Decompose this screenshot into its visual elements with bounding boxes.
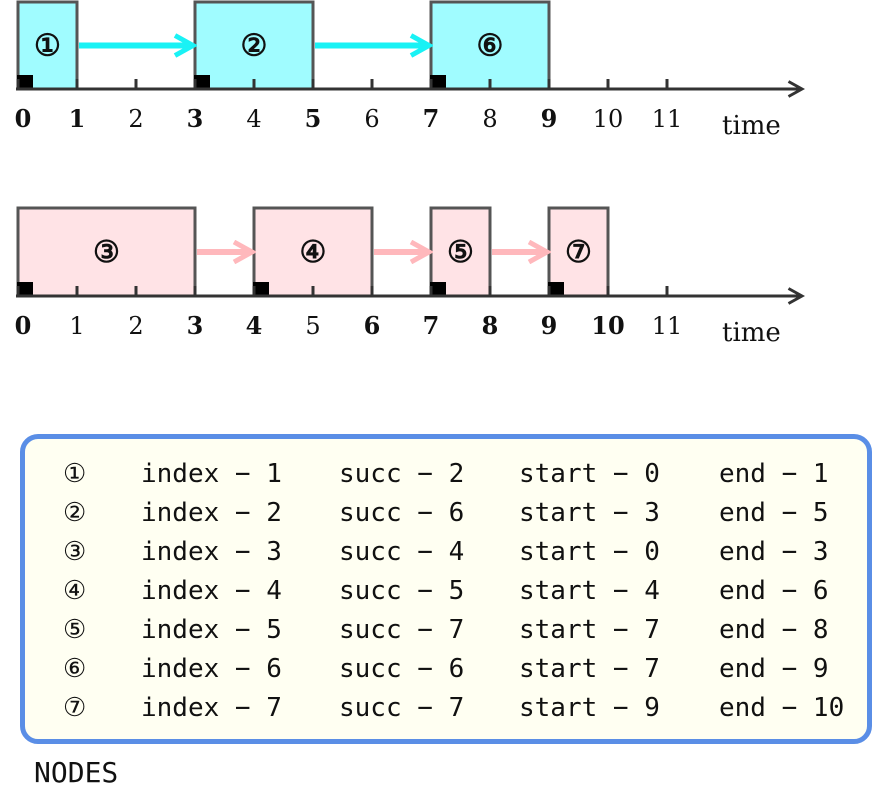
- task-box-label: ⑤: [447, 235, 474, 270]
- node-succ: succ − 7: [339, 693, 465, 723]
- tick-label: 11: [652, 105, 683, 133]
- tick-label: 2: [128, 105, 143, 133]
- task-box-label: ②: [241, 29, 268, 64]
- task-box: [547, 206, 610, 298]
- tick-label: 0: [15, 104, 32, 133]
- task-box: [429, 206, 492, 298]
- node-index: index − 6: [141, 654, 282, 684]
- tick-label: 0: [15, 311, 32, 340]
- tick-label: 9: [541, 104, 558, 133]
- tick-label: 1: [69, 312, 84, 340]
- node-start: start − 3: [519, 498, 660, 528]
- task-box: [429, 0, 551, 91]
- node-circle-label: ③: [63, 537, 87, 567]
- task-box: [16, 206, 197, 298]
- node-row: ⑥ index − 6 succ − 6 start − 7 end − 9: [25, 654, 867, 693]
- tick-label: 6: [364, 311, 381, 340]
- node-end: end − 9: [719, 654, 829, 684]
- start-marker: [253, 282, 269, 296]
- task-box-label: ⑥: [477, 29, 504, 64]
- node-circle-label: ⑤: [63, 615, 87, 645]
- tick-label: 5: [305, 104, 322, 133]
- node-index: index − 2: [141, 498, 282, 528]
- node-end: end − 10: [719, 693, 845, 723]
- start-marker: [194, 75, 210, 89]
- start-marker: [430, 75, 446, 89]
- tick-label: 10: [591, 311, 624, 340]
- node-end: end − 6: [719, 576, 829, 606]
- tick-label: 8: [482, 311, 499, 340]
- tick-label: 7: [423, 311, 440, 340]
- tick-label: 1: [69, 104, 86, 133]
- task-box-label: ③: [93, 235, 120, 270]
- tick-label: 5: [305, 312, 320, 340]
- node-start: start − 0: [519, 537, 660, 567]
- node-circle-label: ①: [63, 459, 87, 489]
- nodes-caption: NODES: [34, 756, 119, 789]
- node-succ: succ − 6: [339, 654, 465, 684]
- start-marker: [17, 75, 33, 89]
- node-start: start − 4: [519, 576, 660, 606]
- node-circle-label: ②: [63, 498, 87, 528]
- node-start: start − 0: [519, 459, 660, 489]
- tick-label: 2: [128, 312, 143, 340]
- node-row: ⑤ index − 5 succ − 7 start − 7 end − 8: [25, 615, 867, 654]
- tick-label: 6: [364, 105, 379, 133]
- tick-label: 3: [187, 104, 204, 133]
- node-start: start − 7: [519, 654, 660, 684]
- node-succ: succ − 6: [339, 498, 465, 528]
- task-box-label: ①: [34, 29, 61, 64]
- node-index: index − 5: [141, 615, 282, 645]
- tick-label: 8: [482, 105, 497, 133]
- node-end: end − 8: [719, 615, 829, 645]
- node-succ: succ − 7: [339, 615, 465, 645]
- task-box-label: ④: [300, 235, 327, 270]
- node-index: index − 3: [141, 537, 282, 567]
- timeline-bottom: ③ ④ ⑤ ⑦ 0 1 2 3 4 5 6 7 8 9 10 11 time: [15, 206, 802, 348]
- node-end: end − 5: [719, 498, 829, 528]
- node-succ: succ − 4: [339, 537, 465, 567]
- node-row: ⑦ index − 7 succ − 7 start − 9 end − 10: [25, 693, 867, 732]
- node-index: index − 7: [141, 693, 282, 723]
- start-marker: [17, 282, 33, 296]
- task-box-label: ⑦: [565, 235, 592, 270]
- node-circle-label: ⑦: [63, 693, 87, 723]
- node-end: end − 3: [719, 537, 829, 567]
- start-marker: [430, 282, 446, 296]
- node-row: ① index − 1 succ − 2 start − 0 end − 1: [25, 459, 867, 498]
- tick-label: 9: [541, 311, 558, 340]
- tick-label: 10: [593, 105, 624, 133]
- tick-label: 7: [423, 104, 440, 133]
- timeline-top: ① ② ⑥ 0 1 2 3 4 5 6 7 8 9 10 11 time: [15, 0, 802, 141]
- node-end: end − 1: [719, 459, 829, 489]
- timeline-diagram: ① ② ⑥ 0 1 2 3 4 5 6 7 8 9 10 11 time ③ ④ ⑤ ⑦ 0 1 2 3 4 5 6 7 8 9 10 11…: [15, 0, 896, 348]
- axis-title: time: [722, 318, 781, 348]
- tick-label: 3: [187, 311, 204, 340]
- node-start: start − 9: [519, 693, 660, 723]
- node-index: index − 4: [141, 576, 282, 606]
- node-row: ② index − 2 succ − 6 start − 3 end − 5: [25, 498, 867, 537]
- axis-title: time: [722, 111, 781, 141]
- node-index: index − 1: [141, 459, 282, 489]
- nodes-panel: ① index − 1 succ − 2 start − 0 end − 1 ②…: [20, 434, 872, 744]
- node-succ: succ − 2: [339, 459, 465, 489]
- tick-label: 4: [246, 311, 263, 340]
- node-row: ④ index − 4 succ − 5 start − 4 end − 6: [25, 576, 867, 615]
- node-circle-label: ⑥: [63, 654, 87, 684]
- start-marker: [548, 282, 564, 296]
- tick-label: 4: [246, 105, 261, 133]
- node-circle-label: ④: [63, 576, 87, 606]
- node-row: ③ index − 3 succ − 4 start − 0 end − 3: [25, 537, 867, 576]
- node-succ: succ − 5: [339, 576, 465, 606]
- tick-label: 11: [652, 312, 683, 340]
- node-start: start − 7: [519, 615, 660, 645]
